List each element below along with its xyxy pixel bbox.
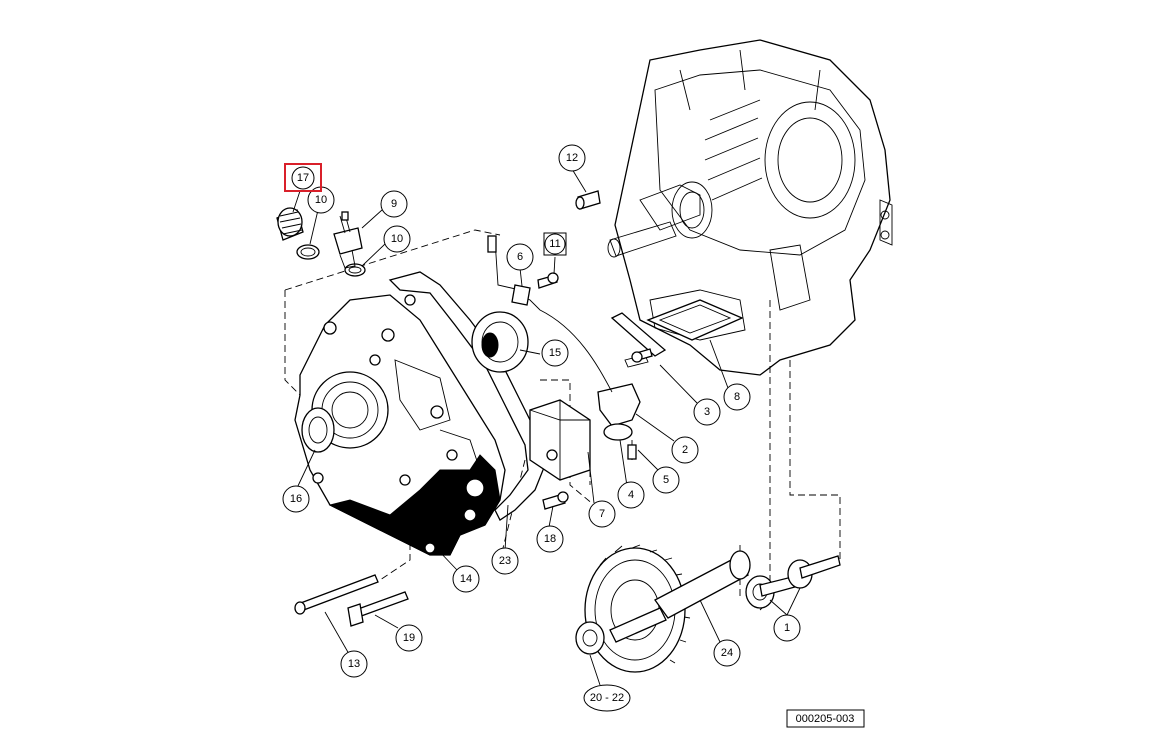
dowel-pin	[575, 190, 601, 210]
callout-1: 1	[773, 614, 801, 642]
callout-5-label: 5	[663, 474, 669, 486]
callout-2-label: 2	[682, 444, 688, 456]
figure-id: 000205-003	[786, 709, 865, 728]
engine-block	[607, 39, 893, 376]
callout-15: 15	[541, 339, 569, 367]
callout-10-upper-label: 10	[315, 194, 327, 206]
leader-lines	[292, 168, 801, 686]
callout-11: 11	[543, 232, 567, 256]
callout-17-highlight-box	[284, 163, 322, 192]
case-cover	[294, 294, 506, 556]
callout-12-label: 12	[566, 152, 578, 164]
callout-18-label: 18	[544, 533, 556, 545]
callout-17-label: 17	[297, 172, 309, 184]
callout-13: 13	[340, 650, 368, 678]
callout-18: 18	[536, 525, 564, 553]
callout-5: 5	[652, 466, 680, 494]
callout-17-highlighted: 17	[284, 163, 322, 192]
callout-20-22-label: 20 - 22	[590, 692, 624, 704]
callout-4-label: 4	[628, 489, 634, 501]
bolts	[294, 574, 409, 627]
callout-4: 4	[617, 481, 645, 509]
bearing	[471, 311, 529, 373]
callout-1-label: 1	[784, 622, 790, 634]
callout-19: 19	[395, 624, 423, 652]
callout-3-label: 3	[704, 406, 710, 418]
callout-3: 3	[693, 398, 721, 426]
callout-9-label: 9	[391, 198, 397, 210]
callout-6: 6	[506, 243, 534, 271]
callout-9: 9	[380, 190, 408, 218]
callout-10-lower: 10	[383, 225, 411, 253]
sensor-assembly	[487, 235, 641, 460]
callout-15-label: 15	[549, 347, 561, 359]
callout-6-label: 6	[517, 251, 523, 263]
callout-24: 24	[713, 639, 741, 667]
callout-19-label: 19	[403, 632, 415, 644]
callout-8: 8	[723, 383, 751, 411]
callout-11-label: 11	[549, 238, 560, 250]
callout-16-label: 16	[290, 493, 302, 505]
camshaft-assembly	[575, 544, 841, 673]
callout-24-label: 24	[721, 647, 733, 659]
figure-id-label: 000205-003	[796, 713, 855, 725]
callout-23: 23	[491, 547, 519, 575]
callout-13-label: 13	[348, 658, 360, 670]
callout-16: 16	[282, 485, 310, 513]
callout-8-label: 8	[734, 391, 740, 403]
callout-14: 14	[452, 565, 480, 593]
drain-plug	[276, 207, 366, 277]
callout-7-label: 7	[599, 508, 605, 520]
callout-10-lower-label: 10	[391, 233, 403, 245]
callout-7: 7	[588, 500, 616, 528]
callout-12: 12	[558, 144, 586, 172]
callout-23-label: 23	[499, 555, 511, 567]
screws	[537, 272, 653, 510]
callout-20-22: 20 - 22	[583, 684, 631, 712]
callout-14-label: 14	[460, 573, 472, 585]
governor-bracket	[529, 399, 591, 481]
callout-2: 2	[671, 436, 699, 464]
